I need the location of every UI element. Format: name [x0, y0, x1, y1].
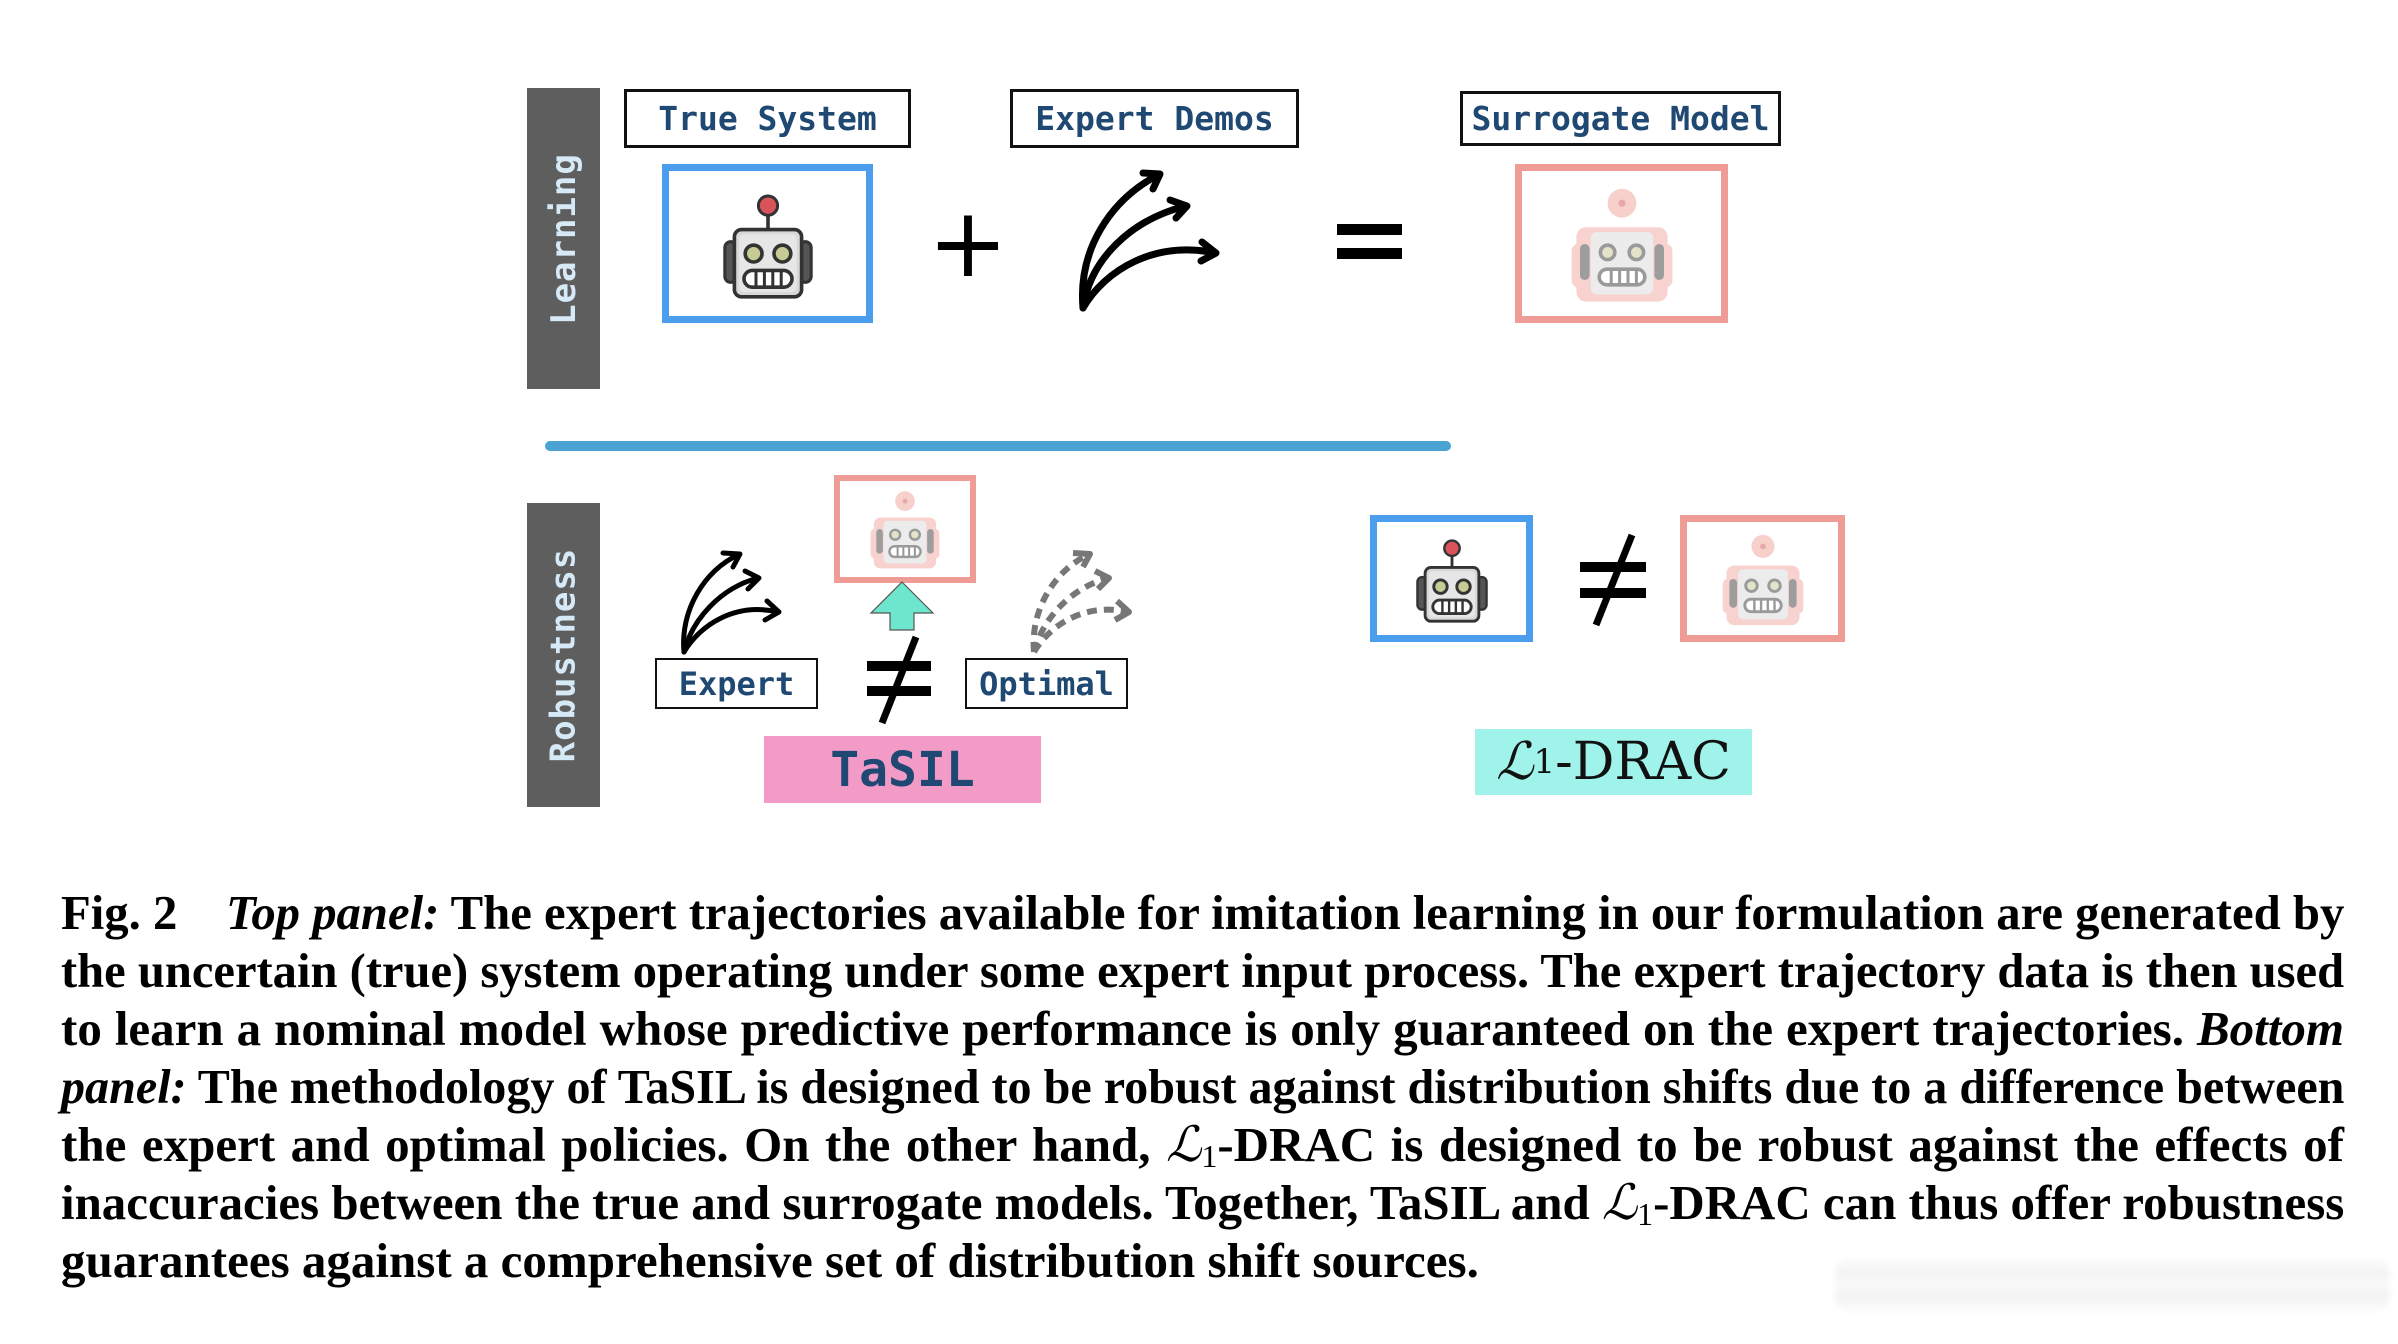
- tasil-surrogate-frame: [834, 475, 976, 583]
- not-equal-icon: [1580, 533, 1646, 627]
- caption-italic: panel:: [61, 1059, 187, 1114]
- expert-demos-label: Expert Demos: [1010, 89, 1299, 148]
- l1-subscript: 1: [1637, 1196, 1654, 1232]
- learning-side-label: Learning: [527, 88, 600, 389]
- caption-text: inaccuracies between the true and surrog…: [61, 1175, 1590, 1230]
- caption-text: to learn a nominal model whose predictiv…: [61, 1001, 2184, 1056]
- caption-line: inaccuracies between the true and surrog…: [61, 1174, 2344, 1232]
- l1-script-symbol: ℒ: [1601, 1175, 1638, 1230]
- equals-icon-bar-bottom: [1337, 248, 1402, 259]
- watermark: [1835, 1255, 2390, 1315]
- faded-robot-icon: [1569, 186, 1674, 303]
- plus-icon: +: [927, 187, 1009, 299]
- l1-subscript: 1: [1201, 1138, 1218, 1174]
- caption-italic: Top panel:: [226, 885, 440, 940]
- drac-suffix: -DRAC: [1555, 732, 1731, 792]
- l1-subscript: 1: [1533, 742, 1556, 782]
- expert-label: Expert: [655, 658, 818, 709]
- caption-text: The methodology of TaSIL is designed to …: [197, 1059, 2345, 1114]
- equals-icon-bar-top: [1337, 224, 1402, 235]
- true-system-frame-drac: [1370, 515, 1533, 642]
- faded-robot-icon: [869, 490, 941, 570]
- caption-line: to learn a nominal model whose predictiv…: [61, 1000, 2344, 1058]
- figure-caption: Fig. 2 Top panel: The expert trajectorie…: [61, 884, 2344, 1290]
- robustness-side-label: Robustness: [527, 503, 600, 807]
- true-system-frame: [662, 164, 873, 323]
- robot-icon: [722, 193, 813, 299]
- l1-script-symbol: ℒ: [1166, 1117, 1202, 1172]
- robustness-label-text: Robustness: [543, 547, 584, 763]
- l1-script-symbol: ℒ: [1496, 732, 1534, 792]
- trajectory-arrow: [1078, 171, 1162, 312]
- optimal-label: Optimal: [965, 658, 1128, 709]
- trajectory-arrow: [1079, 202, 1190, 312]
- figure-number: Fig. 2: [61, 885, 178, 940]
- robot-icon: [1415, 538, 1488, 623]
- caption-italic: Bottom: [2196, 1001, 2344, 1056]
- trajectory-arrow: [1079, 246, 1219, 312]
- learning-label-text: Learning: [543, 152, 584, 325]
- surrogate-model-label: Surrogate Model: [1460, 91, 1781, 146]
- caption-text: The expert trajectories available for im…: [450, 885, 2345, 940]
- surrogate-model-frame: [1515, 164, 1728, 323]
- up-arrow-icon: [869, 581, 935, 631]
- caption-text: -DRAC is designed to be robust against t…: [1217, 1117, 2344, 1172]
- not-equal-icon: [867, 635, 931, 725]
- expert-trajectories-icon: [681, 550, 782, 655]
- caption-text: -DRAC can thus offer robustness: [1653, 1175, 2345, 1230]
- true-system-label: True System: [624, 89, 911, 148]
- caption-line: panel: The methodology of TaSIL is desig…: [61, 1058, 2344, 1116]
- caption-line: the uncertain (true) system operating un…: [61, 943, 2345, 998]
- faded-robot-icon: [1720, 532, 1805, 627]
- expert-demos-trajectories-icon: [1078, 169, 1220, 312]
- tasil-badge: TaSIL: [764, 736, 1041, 803]
- caption-line: Fig. 2 Top panel: The expert trajectorie…: [61, 884, 2344, 942]
- surrogate-model-frame-drac: [1680, 515, 1845, 642]
- caption-line: guarantees against a comprehensive set o…: [61, 1233, 1479, 1288]
- optimal-trajectories-icon: [1030, 550, 1132, 654]
- caption-line: the expert and optimal policies. On the …: [61, 1116, 2344, 1174]
- panel-divider: [545, 441, 1451, 451]
- caption-text: the expert and optimal policies. On the …: [61, 1117, 1151, 1172]
